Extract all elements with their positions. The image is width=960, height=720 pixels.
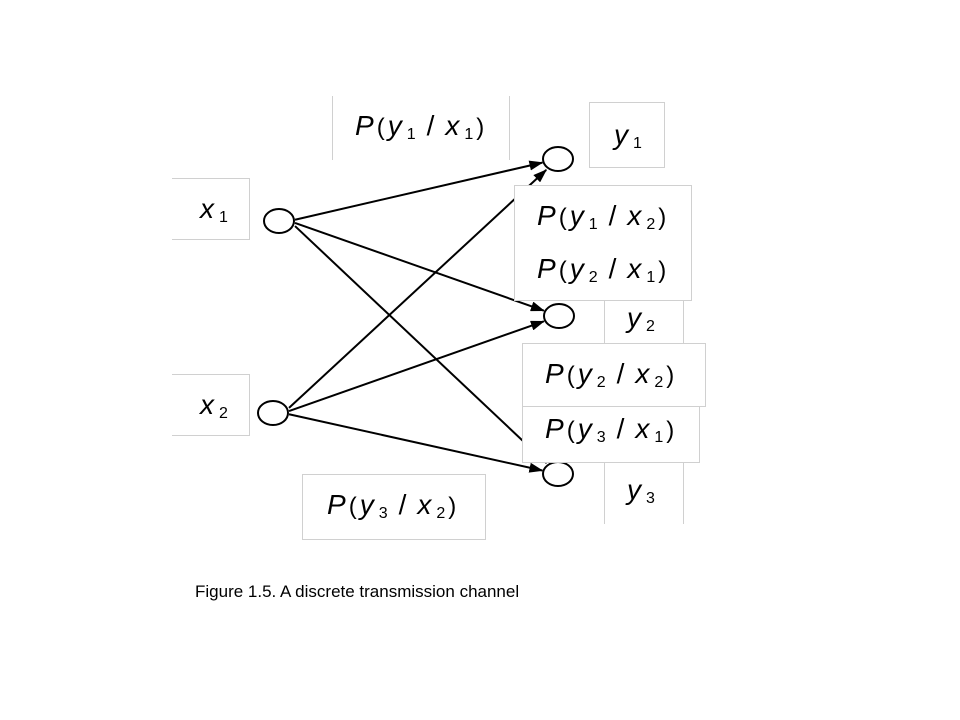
prob-x-var: x	[635, 413, 651, 444]
prob-close-paren: )	[448, 493, 458, 520]
prob-y-sub: 1	[406, 126, 417, 143]
x1-sub: 1	[219, 209, 229, 226]
prob-slash: /	[608, 200, 618, 231]
prob-x-var: x	[627, 200, 643, 231]
prob-slash: /	[616, 413, 626, 444]
node-y3	[542, 461, 574, 487]
prob-y-sub: 1	[588, 216, 599, 233]
prob-x-sub: 1	[646, 269, 657, 286]
edge-x2-y1	[288, 169, 547, 409]
prob-x-var: x	[627, 253, 643, 284]
prob-slash: /	[426, 110, 436, 141]
edge-x1-y2	[294, 221, 545, 312]
prob-open-paren: (	[558, 204, 568, 231]
prob-P: P	[537, 253, 557, 284]
edge-x2-y2	[288, 320, 545, 413]
prob-y-sub: 3	[378, 505, 389, 522]
prob-P: P	[545, 413, 565, 444]
prob-open-paren: (	[376, 114, 386, 141]
prob-slash: /	[608, 253, 618, 284]
y2-sub: 2	[646, 318, 656, 335]
prob-P: P	[355, 110, 375, 141]
y3-var: y	[627, 474, 642, 505]
prob-P: P	[545, 358, 565, 389]
prob-slash: /	[398, 489, 408, 520]
prob-x-sub: 1	[654, 429, 665, 446]
prob-y-sub: 3	[596, 429, 607, 446]
prob-close-paren: )	[666, 362, 676, 389]
prob-y-sub: 2	[588, 269, 599, 286]
prob-x-var: x	[445, 110, 461, 141]
y1-sub: 1	[633, 135, 643, 152]
y2-var: y	[627, 302, 642, 333]
node-x2	[257, 400, 289, 426]
prob-open-paren: (	[566, 417, 576, 444]
prob-open-paren: (	[566, 362, 576, 389]
prob-P: P	[327, 489, 347, 520]
x2-var: x	[200, 389, 215, 420]
nodes-layer	[257, 146, 575, 487]
x2-sub: 2	[219, 405, 229, 422]
edge-x1-y3	[294, 225, 548, 464]
edge-x2-y3	[288, 413, 544, 473]
prob-x-sub: 1	[464, 126, 475, 143]
prob-x-var: x	[417, 489, 433, 520]
node-y1	[542, 146, 574, 172]
x1-var: x	[200, 193, 215, 224]
edges-layer	[288, 160, 548, 473]
prob-open-paren: (	[348, 493, 358, 520]
y1-var: y	[614, 119, 629, 150]
prob-close-paren: )	[666, 417, 676, 444]
prob-y-var: y	[569, 253, 585, 284]
prob-y-var: y	[577, 413, 593, 444]
prob-y-var: y	[577, 358, 593, 389]
prob-y-var: y	[359, 489, 375, 520]
y3-sub: 3	[646, 490, 656, 507]
prob-x-sub: 2	[654, 374, 665, 391]
node-y2	[543, 303, 575, 329]
prob-y-var: y	[569, 200, 585, 231]
prob-open-paren: (	[558, 257, 568, 284]
node-x1	[263, 208, 295, 234]
prob-y-var: y	[387, 110, 403, 141]
prob-close-paren: )	[658, 257, 668, 284]
prob-close-paren: )	[658, 204, 668, 231]
prob-x-var: x	[635, 358, 651, 389]
prob-x-sub: 2	[646, 216, 657, 233]
prob-slash: /	[616, 358, 626, 389]
prob-x-sub: 2	[436, 505, 447, 522]
prob-y-sub: 2	[596, 374, 607, 391]
figure-caption: Figure 1.5. A discrete transmission chan…	[195, 582, 520, 601]
prob-close-paren: )	[476, 114, 486, 141]
prob-P: P	[537, 200, 557, 231]
edge-x1-y1	[294, 160, 544, 221]
